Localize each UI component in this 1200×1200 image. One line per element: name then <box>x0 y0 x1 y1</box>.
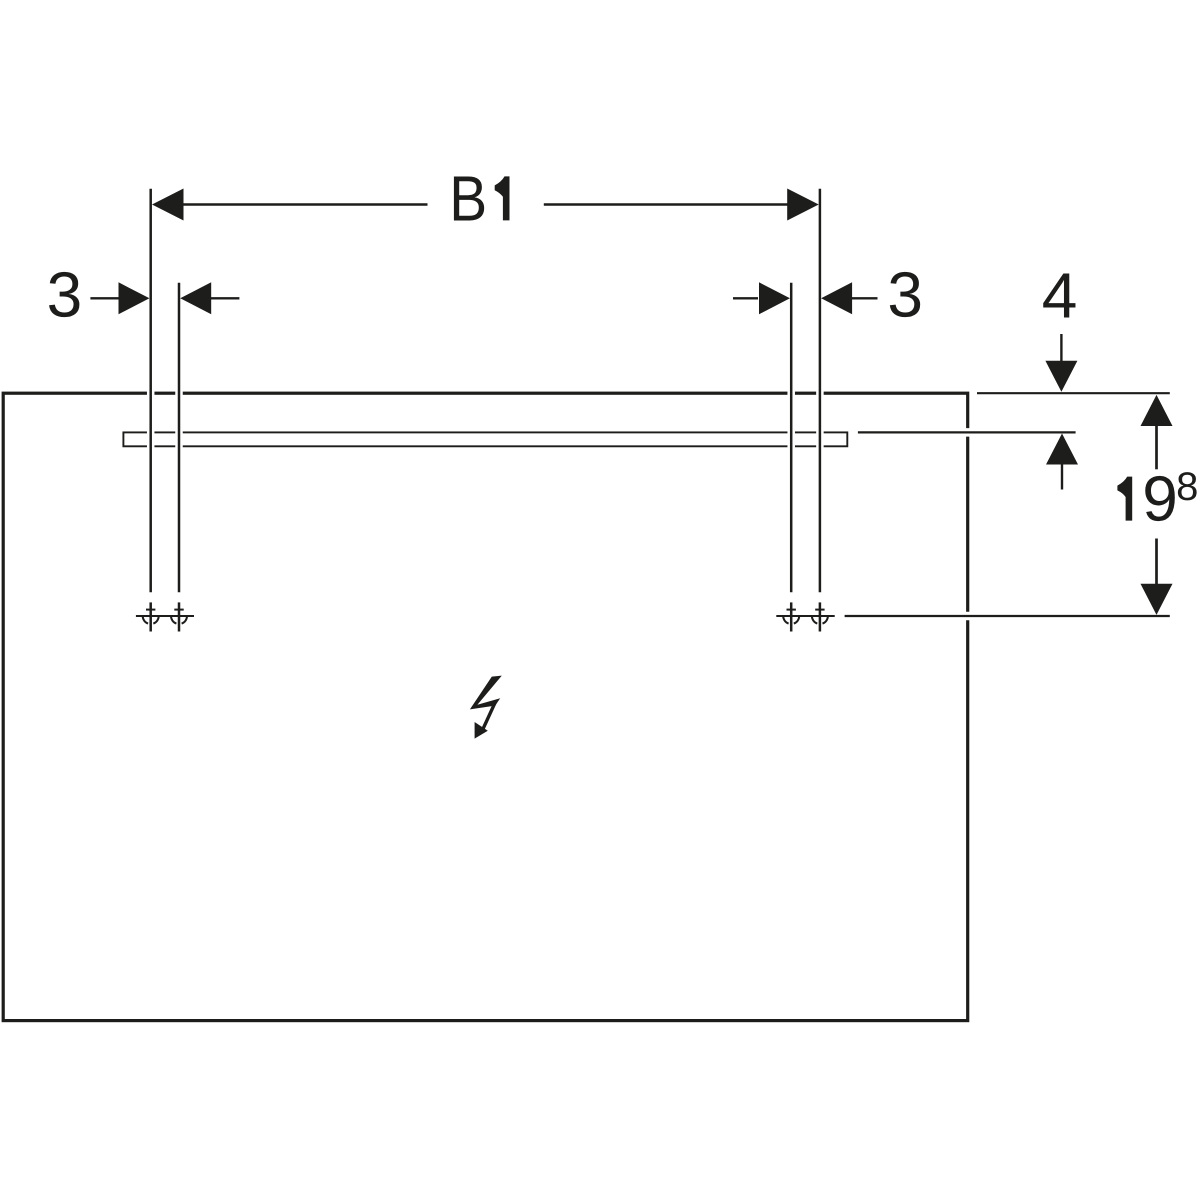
svg-text:B: B <box>449 162 487 234</box>
svg-text:8: 8 <box>1176 465 1198 509</box>
svg-text:3: 3 <box>47 258 83 330</box>
svg-text:3: 3 <box>887 258 923 330</box>
svg-text:9: 9 <box>1142 463 1178 535</box>
svg-text:4: 4 <box>1042 260 1078 332</box>
